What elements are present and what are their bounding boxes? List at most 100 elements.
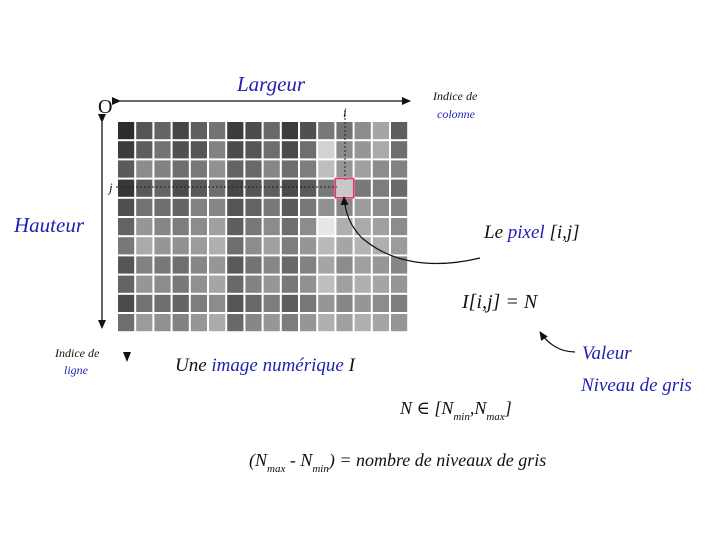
- pixel-cell: [300, 237, 317, 255]
- levels-formula: (Nmax - Nmin) = nombre de niveaux de gri…: [249, 450, 546, 475]
- pixel-cell: [118, 179, 135, 197]
- pixel-cell: [300, 179, 317, 197]
- pixel-cell: [372, 141, 389, 159]
- pixel-cell: [245, 237, 262, 255]
- pixel-cell: [300, 160, 317, 178]
- pixel-cell: [190, 218, 207, 236]
- pixel-cell: [336, 198, 353, 216]
- pixel-cell: [336, 218, 353, 236]
- equation: I[i,j] = N: [461, 291, 539, 313]
- levels-close: ) = nombre de niveaux de gris: [328, 450, 546, 471]
- pixel-cell: [391, 141, 408, 159]
- pixel-cell: [372, 275, 389, 293]
- pixel-cell: [136, 122, 153, 140]
- pixel-cell: [263, 198, 280, 216]
- pixel-cell: [391, 160, 408, 178]
- pixel-cell: [172, 314, 189, 332]
- pixel-cell: [245, 198, 262, 216]
- pixel-cell: [172, 218, 189, 236]
- pixel-cell: [263, 160, 280, 178]
- pixel-cell: [354, 160, 371, 178]
- interval-end: ]: [504, 398, 512, 418]
- pixel-label-suffix: [i,j]: [545, 222, 580, 243]
- pixel-cell: [209, 160, 226, 178]
- pixel-cell: [172, 237, 189, 255]
- value-label-2: Niveau de gris: [580, 375, 692, 396]
- pixel-cell: [209, 179, 226, 197]
- pixel-cell: [245, 141, 262, 159]
- pixel-cell: [281, 160, 298, 178]
- pixel-cell: [372, 314, 389, 332]
- pixel-cell: [336, 314, 353, 332]
- pixel-cell: [372, 122, 389, 140]
- pixel-cell: [209, 237, 226, 255]
- pixel-label-word: pixel: [506, 222, 545, 243]
- pixel-cell: [354, 314, 371, 332]
- pixel-cell: [172, 294, 189, 312]
- levels-sub-max: max: [267, 463, 285, 475]
- pixel-cell: [136, 218, 153, 236]
- pixel-cell: [154, 294, 171, 312]
- pixel-pointer-arrow: [340, 196, 481, 265]
- pixel-cell: [245, 294, 262, 312]
- pixel-cell: [172, 256, 189, 274]
- pixel-cell: [190, 179, 207, 197]
- pixel-cell: [154, 237, 171, 255]
- pixel-cell: [318, 160, 335, 178]
- pixel-cell: [281, 179, 298, 197]
- pixel-cell: [354, 179, 371, 197]
- pixel-cell: [190, 314, 207, 332]
- pixel-cell: [300, 314, 317, 332]
- pixel-cell: [154, 160, 171, 178]
- pixel-cell: [281, 198, 298, 216]
- pixel-cell: [245, 160, 262, 178]
- pixel-cell: [154, 275, 171, 293]
- pixel-cell: [118, 122, 135, 140]
- pixel-cell: [336, 160, 353, 178]
- pixel-cell: [354, 275, 371, 293]
- caption-suffix: I: [344, 355, 357, 376]
- pixel-cell: [172, 198, 189, 216]
- pixel-cell: [136, 256, 153, 274]
- pixel-cell: [391, 237, 408, 255]
- pixel-cell: [300, 122, 317, 140]
- pixel-cell: [318, 275, 335, 293]
- pixel-cell: [209, 198, 226, 216]
- pixel-cell: [318, 218, 335, 236]
- pixel-cell: [118, 198, 135, 216]
- pixel-cell: [372, 218, 389, 236]
- pixel-cell: [281, 314, 298, 332]
- pixel-cell: [136, 314, 153, 332]
- pixel-cell: [318, 294, 335, 312]
- pixel-cell: [372, 294, 389, 312]
- pixel-cell: [154, 141, 171, 159]
- pixel-cell: [118, 237, 135, 255]
- pixel-cell: [354, 294, 371, 312]
- pixel-cell: [190, 122, 207, 140]
- pixel-cell: [136, 179, 153, 197]
- pixel-cell: [300, 198, 317, 216]
- pixel-cell: [209, 256, 226, 274]
- pixel-cell: [154, 218, 171, 236]
- pixel-cell: [300, 218, 317, 236]
- pixel-cell: [136, 275, 153, 293]
- pixel-cell: [172, 141, 189, 159]
- pixel-cell: [263, 294, 280, 312]
- pixel-cell: [391, 218, 408, 236]
- levels-sub-min: min: [312, 463, 329, 475]
- pixel-cell: [245, 314, 262, 332]
- pixel-cell: [227, 237, 244, 255]
- row-index-label-2: ligne: [64, 363, 89, 377]
- pixel-cell: [245, 275, 262, 293]
- pixel-cell: [281, 275, 298, 293]
- pixel-cell: [136, 160, 153, 178]
- pixel-cell: [209, 141, 226, 159]
- pixel-cell: [391, 198, 408, 216]
- pixel-cell: [354, 218, 371, 236]
- pixel-cell: [336, 294, 353, 312]
- pixel-cell: [227, 198, 244, 216]
- pixel-cell: [318, 179, 335, 197]
- pixel-cell: [336, 237, 353, 255]
- col-index-label-2: colonne: [437, 107, 476, 121]
